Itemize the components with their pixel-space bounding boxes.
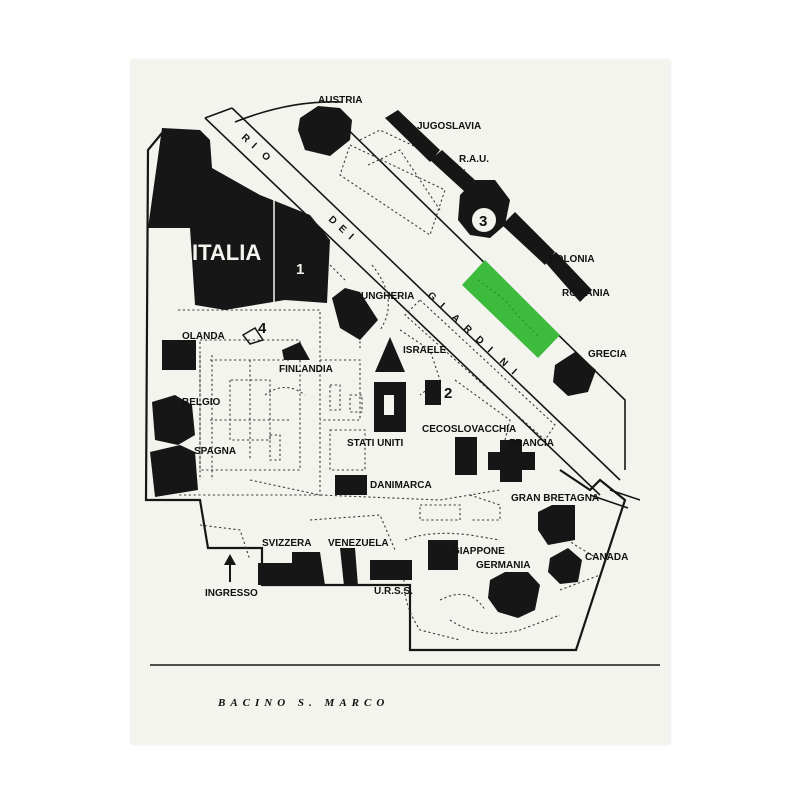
romania-building	[545, 252, 592, 302]
street-giardini-letter: N	[497, 356, 510, 369]
pavilion-labels: AUSTRIA JUGOSLAVIA R.A.U. POLONIA ROMANI…	[182, 95, 628, 599]
street-rio-dei-letter: O	[259, 150, 272, 164]
olanda-building	[162, 340, 196, 370]
venezuela-building	[340, 548, 358, 586]
giappone-building	[428, 540, 458, 570]
street-rio-dei-letter: E	[336, 223, 349, 236]
grecia-building	[553, 352, 596, 396]
street-rio-dei-letter: I	[249, 141, 259, 151]
street-giardini-letter: D	[473, 334, 486, 347]
pavilion-buildings	[148, 106, 596, 618]
label-danimarca: DANIMARCA	[370, 480, 432, 491]
label-svizzera: SVIZZERA	[262, 538, 311, 549]
number-4: 4	[258, 320, 267, 337]
austria-building	[298, 106, 352, 156]
label-belgio: BELGIO	[182, 397, 221, 408]
street-giardini-letter: G	[425, 290, 438, 304]
street-giardini-letter: R	[461, 323, 474, 337]
street-giardini-letter: I	[485, 345, 495, 355]
number-3: 3	[479, 213, 487, 230]
street-giardini-letter: A	[449, 312, 462, 325]
label-francia: FRANCIA	[509, 438, 554, 449]
gran-bretagna-building	[538, 505, 575, 545]
label-ingresso: INGRESSO	[205, 588, 258, 599]
label-jugoslavia: JUGOSLAVIA	[417, 121, 481, 132]
jugoslavia-building	[385, 110, 440, 162]
street-rio-dei-letter: D	[326, 214, 339, 227]
label-giappone: GIAPPONE	[452, 546, 505, 557]
urss-building	[370, 560, 412, 580]
cecoslovacchia-building	[455, 437, 477, 475]
spagna-building	[150, 445, 198, 497]
rau-building	[430, 150, 475, 192]
label-italia: ITALIA	[192, 240, 261, 265]
label-rau: R.A.U.	[459, 154, 489, 165]
label-israele: ISRAELE	[403, 345, 447, 356]
ungheria-building	[332, 288, 378, 340]
number-2: 2	[444, 385, 452, 402]
francia-building	[488, 440, 535, 482]
label-olanda: OLANDA	[182, 331, 225, 342]
label-canada: CANADA	[585, 552, 628, 563]
label-urss: U.R.S.S.	[374, 586, 413, 597]
israele-building	[375, 337, 405, 372]
belgio-building	[152, 395, 195, 445]
label-cecoslovacchia: CECOSLOVACCHIA	[422, 424, 516, 435]
highlighted-pavilion[interactable]	[462, 260, 560, 358]
label-romania: ROMANIA	[562, 288, 610, 299]
label-spagna: SPAGNA	[194, 446, 236, 457]
site-outline	[144, 101, 660, 666]
italia-building	[148, 128, 330, 310]
germania-building	[488, 572, 540, 618]
label-gran-bretagna: GRAN BRETAGNA	[511, 493, 599, 504]
label-finlandia: FINLANDIA	[279, 364, 333, 375]
padiglione-2-building	[425, 380, 441, 405]
label-venezuela: VENEZUELA	[328, 538, 389, 549]
pavilion-numbers: 1 2 3 4	[258, 206, 498, 402]
label-germania: GERMANIA	[476, 560, 530, 571]
arrow-up-icon	[224, 554, 236, 582]
label-stati-uniti: STATI UNITI	[347, 438, 404, 449]
canada-building	[548, 548, 582, 584]
danimarca-building	[335, 475, 367, 495]
street-giardini-letter: I	[509, 367, 519, 377]
garden-paths	[178, 129, 601, 641]
finlandia-building	[282, 342, 310, 360]
svizzera-building	[258, 552, 325, 585]
label-ungheria: UNGHERIA	[361, 291, 414, 302]
label-bacino-san-marco: BACINO S. MARCO	[217, 697, 389, 709]
label-polonia: POLONIA	[549, 254, 595, 265]
label-grecia: GRECIA	[588, 349, 627, 360]
polonia-building	[502, 212, 555, 265]
street-giardini-letter: I	[437, 301, 447, 311]
number-1: 1	[296, 261, 304, 278]
street-rio-dei-letter: I	[346, 232, 356, 242]
street-rio-dei-letter: R	[239, 132, 252, 146]
label-austria: AUSTRIA	[318, 95, 362, 106]
